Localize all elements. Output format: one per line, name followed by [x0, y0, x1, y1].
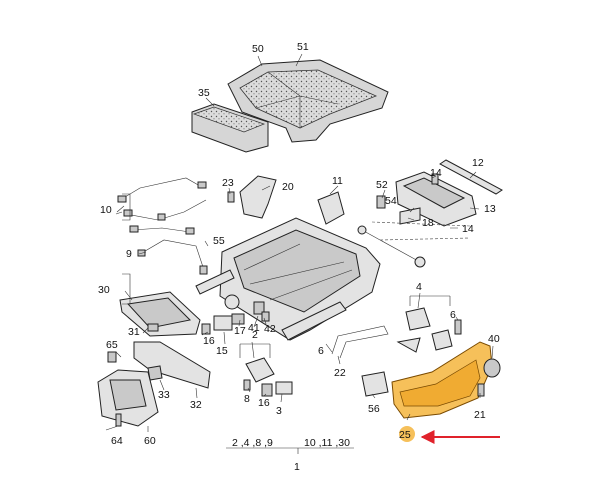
- screw-part-64: [115, 413, 122, 427]
- switch-part-15: [213, 315, 233, 331]
- label-18: 18: [422, 217, 434, 229]
- label-14: 14: [430, 167, 442, 179]
- label-30: 30: [98, 284, 110, 296]
- bracket-part-20: [239, 175, 277, 219]
- motor-part-56: [361, 371, 389, 397]
- cap-part-40: [483, 358, 501, 378]
- label-22: 22: [334, 367, 346, 379]
- label-64: 64: [111, 435, 123, 447]
- spring-part-18: [399, 207, 421, 225]
- label-35: 35: [198, 87, 210, 99]
- label-21: 21: [474, 409, 486, 421]
- cable-part-9: [137, 239, 208, 275]
- clip-part-16b: [261, 383, 273, 397]
- screw-part-14: [431, 173, 439, 185]
- cushion-foam-part: [191, 103, 269, 153]
- clip-part-52: [376, 195, 386, 209]
- label-25: 25: [399, 429, 411, 441]
- trim-part-32: [133, 341, 211, 389]
- label-42: 42: [264, 323, 276, 335]
- label-55: 55: [213, 235, 225, 247]
- label-16: 16: [203, 335, 215, 347]
- group-label-left: 2 ,4 ,8 ,9: [232, 437, 273, 449]
- cover-part-3: [275, 381, 293, 395]
- screw-part-23: [227, 191, 235, 203]
- label-1: 1: [294, 461, 300, 473]
- label-13: 13: [484, 203, 496, 215]
- screw-part-42: [261, 311, 270, 322]
- label-15: 15: [216, 345, 228, 357]
- label-20: 20: [282, 181, 294, 193]
- part-25-badge: [399, 426, 415, 442]
- part-labels: 50 51 35 12 11 14 23 20 52 54 13 10 18 1…: [98, 41, 500, 473]
- clip-part-16a: [201, 323, 211, 335]
- clip-part-65: [107, 351, 117, 363]
- label-9: 9: [126, 248, 132, 260]
- label-51: 51: [297, 41, 309, 53]
- adjuster-part-11: [317, 191, 345, 225]
- label-54: 54: [385, 195, 397, 207]
- label-65: 65: [106, 339, 118, 351]
- lever-part-22: [331, 325, 389, 359]
- label-8: 8: [244, 393, 250, 405]
- actuator-part-4: [396, 307, 453, 353]
- label-33: 33: [158, 389, 170, 401]
- crossbar-part: [357, 225, 426, 268]
- side-trim-part-60: [97, 369, 159, 427]
- label-6: 6: [450, 309, 456, 321]
- label-31: 31: [128, 326, 140, 338]
- label-52: 52: [376, 179, 388, 191]
- label-14b: 14: [462, 223, 474, 235]
- label-41: 41: [248, 322, 260, 334]
- bracket-lines: [122, 193, 451, 454]
- label-60: 60: [144, 435, 156, 447]
- label-32: 32: [190, 399, 202, 411]
- label-40: 40: [488, 333, 500, 345]
- label-4: 4: [416, 281, 422, 293]
- side-panel-part-25: [391, 341, 493, 419]
- knob-part: [224, 294, 240, 310]
- label-23: 23: [222, 177, 234, 189]
- label-12: 12: [472, 157, 484, 169]
- motor-part-3: [245, 357, 275, 383]
- screw-part-6: [454, 319, 462, 335]
- label-3: 3: [276, 405, 282, 417]
- label-17: 17: [234, 325, 246, 337]
- label-66: 6: [318, 345, 324, 357]
- label-16b: 16: [258, 397, 270, 409]
- label-56: 56: [368, 403, 380, 415]
- label-50: 50: [252, 43, 264, 55]
- screw-part-8: [243, 379, 251, 391]
- label-2: 2: [252, 329, 258, 341]
- seat-cushion-part: [227, 59, 389, 143]
- guide-dash: [371, 221, 471, 241]
- holder-part-33: [147, 365, 163, 381]
- leader-lines: [105, 53, 494, 432]
- cable-harness-part: [117, 177, 207, 235]
- screw-part-41: [253, 301, 265, 315]
- underbody-part-30: [119, 291, 201, 337]
- label-10: 10: [100, 204, 112, 216]
- group-label-right: 10 ,11 ,30: [304, 437, 350, 449]
- switch-part-17: [231, 313, 245, 325]
- screw-part-21b: [477, 383, 485, 397]
- screw-part-31: [147, 323, 159, 332]
- label-11: 11: [332, 175, 343, 187]
